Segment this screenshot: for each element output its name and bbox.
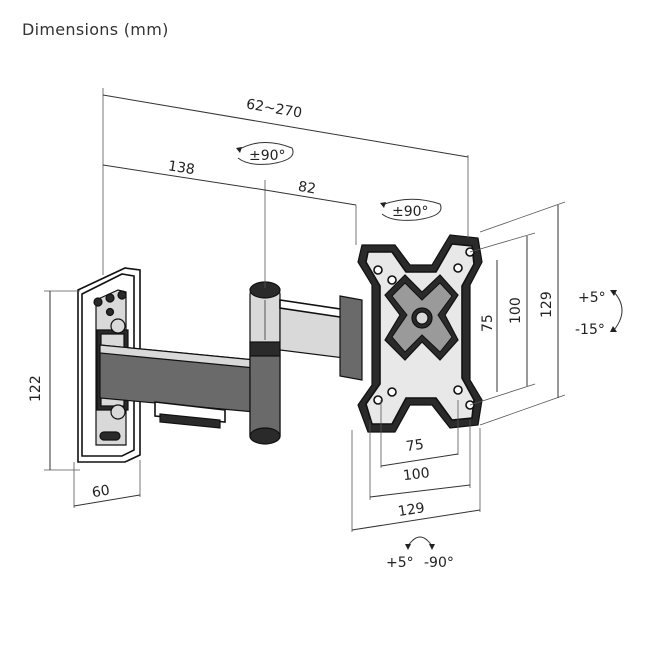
vesa-h-outer-label: 129 — [539, 291, 555, 318]
vesa-h-inner-label: 75 — [480, 314, 496, 332]
arm-swivel-label: ±90° — [249, 148, 286, 164]
rotate-neg-label: -90° — [424, 555, 454, 571]
arm-second-label: 82 — [297, 179, 317, 198]
arm-length-label: 138 — [167, 158, 196, 178]
vesa-plate — [357, 234, 483, 433]
rotate-pos-label: +5° — [386, 555, 414, 571]
total-extension-label: 62~270 — [245, 96, 303, 121]
diagram-title: Dimensions (mm) — [22, 20, 169, 39]
vesa-w-outer-label: 129 — [397, 500, 426, 520]
wallplate-height-label: 122 — [28, 375, 44, 402]
head-swivel-label: ±90° — [392, 204, 429, 220]
rotation-arrow-icon — [405, 536, 435, 550]
wallplate-width-label: 60 — [91, 483, 111, 502]
first-arm — [99, 344, 256, 429]
tilt-up-label: +5° — [578, 290, 606, 306]
vesa-w-inner-label: 75 — [405, 437, 425, 455]
arm-swivel-arrow-icon — [236, 142, 294, 165]
vesa-w-mid-label: 100 — [402, 465, 430, 484]
head-swivel-arrow-icon — [380, 198, 442, 221]
tilt-arrow-icon — [610, 290, 623, 332]
vesa-h-mid-label: 100 — [508, 297, 524, 324]
second-arm — [279, 295, 363, 381]
arm-joint-cylinder — [249, 281, 281, 445]
tilt-down-label: -15° — [575, 322, 605, 338]
